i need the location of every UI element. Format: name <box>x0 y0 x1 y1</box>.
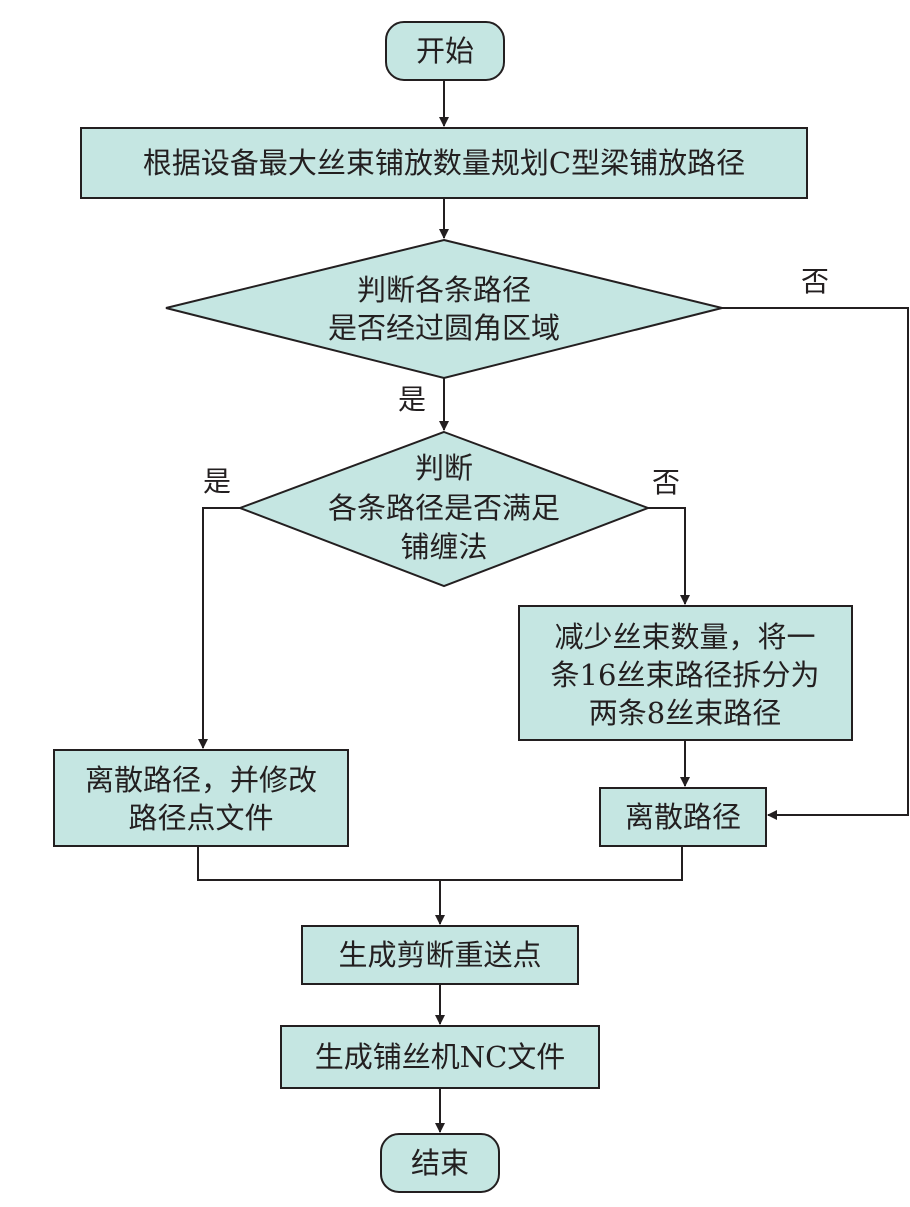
start-node <box>385 21 505 81</box>
start-label: 开始 <box>416 34 474 68</box>
decision1-no-label: 否 <box>801 265 829 298</box>
reduce-line1: 减少丝束数量，将一 <box>554 620 815 654</box>
generate-nc-label: 生成铺丝机NC文件 <box>315 1040 566 1074</box>
decision1-line2: 是否经过圆角区域 <box>328 311 560 345</box>
discretize-modify-line1: 离散路径，并修改 <box>85 763 317 797</box>
end-node <box>380 1133 500 1193</box>
discretize-box <box>599 787 767 847</box>
reduce-line2: 条16丝束路径拆分为 <box>551 658 820 692</box>
arrow-decision1-no <box>722 307 909 820</box>
arrow-decision2-no <box>648 507 690 605</box>
plan-label: 根据设备最大丝束铺放数量规划C型梁铺放路径 <box>143 146 745 180</box>
generate-points-label: 生成剪断重送点 <box>338 938 541 972</box>
generate-points-box <box>301 925 579 985</box>
decision2-line1: 判断 <box>415 451 473 485</box>
arrow-decision2-yes <box>198 507 240 749</box>
decision2-line2: 各条路径是否满足 <box>328 491 560 525</box>
decision2-no-label: 否 <box>652 466 680 499</box>
reduce-line3: 两条8丝束路径 <box>589 696 781 730</box>
plan-box <box>80 127 808 199</box>
decision2-line3: 铺缠法 <box>400 530 487 564</box>
reduce-box <box>518 605 853 741</box>
discretize-modify-box <box>53 749 349 847</box>
merge-line <box>197 846 683 881</box>
decision1-line1: 判断各条路径 <box>357 273 531 307</box>
decision2-diamond <box>237 430 651 588</box>
decision1-diamond <box>165 238 723 380</box>
end-label: 结束 <box>411 1146 469 1180</box>
decision2-yes-label: 是 <box>203 465 231 498</box>
generate-nc-box <box>280 1025 600 1089</box>
discretize-label: 离散路径 <box>625 800 741 834</box>
decision1-yes-label: 是 <box>398 383 426 416</box>
discretize-modify-line2: 路径点文件 <box>128 801 273 835</box>
